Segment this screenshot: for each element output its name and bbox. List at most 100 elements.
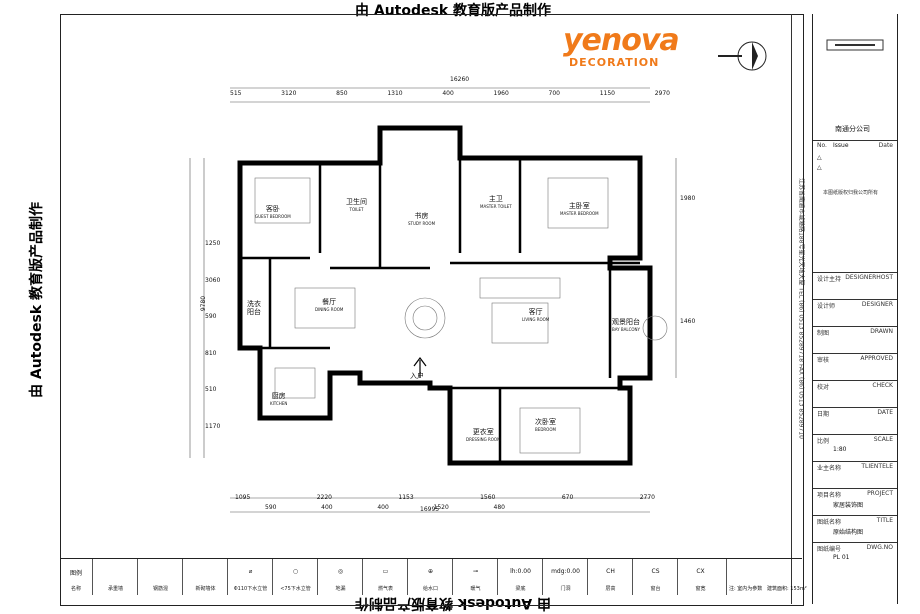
room-label-en: TOILET [349,207,364,212]
room-label-en: LIVING ROOM [522,317,550,322]
room-label: 书房 [414,212,429,220]
legend-symbol: ◎ [337,568,344,575]
room-label: 厨房 [271,392,286,400]
title-block: 南通分公司 No. Issue Date △ △ 本图纸版权归我公司所有 设计主… [812,14,898,604]
dim-left-4: 810 [205,349,217,357]
row-label-en: SCALE [873,436,893,443]
row-label-en: DRAWN [870,328,893,335]
row-label-en: DESIGNER [861,301,893,308]
revision-header: No. Issue Date [813,140,897,153]
legend-symbol: ⊕ [427,568,434,575]
rev-no-label: No. [817,142,827,149]
room-label: 主卧室 [568,202,590,210]
drawing-frame [60,14,804,606]
legend-symbol: mdg:0.00 [551,568,580,575]
room-label: 更衣室 [472,428,494,436]
room-label: 次卧室 [535,418,556,426]
watermark-top: 由 Autodesk 教育版产品制作 [355,3,552,19]
room-label: 餐厅 [322,298,337,306]
logo-sub-text: DECORATION [569,56,660,69]
dim-bottom-sub-3: 400 [377,504,389,511]
dim-top-9: 2970 [654,90,670,97]
dim-top-4: 1310 [387,90,403,97]
legend-symbol: CS [651,568,660,575]
legend-item: ○<75下水立管 [272,559,318,595]
row-label-en: DESIGNERHOST [845,274,893,281]
company-logo: yenova DECORATION [563,23,693,70]
revision-triangle-icon: △ [817,154,822,161]
dim-top-7: 700 [548,90,560,97]
row-value: 原始结构图 [833,529,864,536]
legend-name: <75下水立管 [280,586,311,592]
dim-bottom-sub-5: 480 [493,504,505,511]
row-label-cn: 图纸名称 [817,519,842,526]
dim-bottom-6: 2770 [639,494,655,501]
row-label-en: DATE [877,409,893,416]
dim-left-col: 1250 3060 590 810 510 1170 [205,240,220,430]
legend-item: ⊕ 给水口 [407,559,453,595]
legend-symbol: ⊸ [472,568,479,575]
room-label-en: DRESSING ROOM [466,437,501,442]
legend-symbol: lh:0.00 [510,568,531,575]
row-label-cn: 日期 [817,411,830,418]
dim-top-3: 850 [336,90,348,97]
watermark-left: 由 Autodesk 教育版产品制作 [29,201,46,399]
room-entry: 入户 [410,372,424,380]
legend-item: ⊸暖气 [452,559,498,595]
legend-name: 钢筋混 [152,586,168,592]
company-name: 南通分公司 [835,125,870,133]
row-label-en: APPROVED [860,355,893,362]
dim-top-row: 515 3120 850 1310 400 1960 700 1150 2970 [230,90,670,97]
dim-bottom-sub-1: 590 [265,504,277,511]
row-label-cn: 设计主持 [817,276,842,283]
legend-name: 燃气表 [377,586,393,592]
title-block-row: 图纸名称 TITLE 原始结构图 [813,515,897,543]
row-label-cn: 项目名称 [817,492,842,499]
title-block-row: 审核 APPROVED [813,353,897,381]
dim-bottom-row: 1095 2220 1153 1560 670 2770 [235,494,655,501]
room-label: 洗衣阳台 [247,300,261,316]
firm-logo-icon [826,39,884,51]
row-label-cn: 审核 [817,357,830,364]
legend-item: ▭ 燃气表 [362,559,408,595]
legend-name: 新砌墙体 [195,586,216,592]
legend-symbol: ▭ [382,568,389,575]
legend-item: CS 窗台 [632,559,678,595]
dim-left-2: 3060 [205,276,221,284]
room-label-en: KITCHEN [270,401,288,406]
dim-overall-bottom: 16995 [420,506,440,513]
copyright-notes: 本图纸版权归我公司所有 [823,190,879,196]
room-label-en: MASTER BEDROOM [560,211,599,216]
legend-item: ◎地漏 [317,559,363,595]
dim-left-1: 1250 [205,240,221,247]
room-label-en: DINING ROOM [315,307,344,312]
legend-area-cell: 注: 室内为参数 建筑面积: 153m² [726,559,807,595]
room-label-en: STUDY ROOM [408,221,436,226]
legend-name: 窗台 [650,586,661,592]
row-value: PL 01 [833,554,850,561]
row-label-en: TITLE [876,517,893,524]
legend-header: 图例 [69,570,82,577]
dim-bottom-1: 1095 [235,494,251,501]
legend-name: 窗宽 [695,586,706,592]
address-text: 江苏省南通市城港路188号星光天地大厦 TEL (86) 0513 852897… [797,178,805,439]
room-label: 客卧 [265,205,280,213]
legend-name: 给水口 [422,586,438,592]
logo-main-text: yenova [563,23,680,58]
legend-name: Φ110下水立管 [233,586,268,592]
dim-right-col: 1980 1460 [680,195,695,325]
